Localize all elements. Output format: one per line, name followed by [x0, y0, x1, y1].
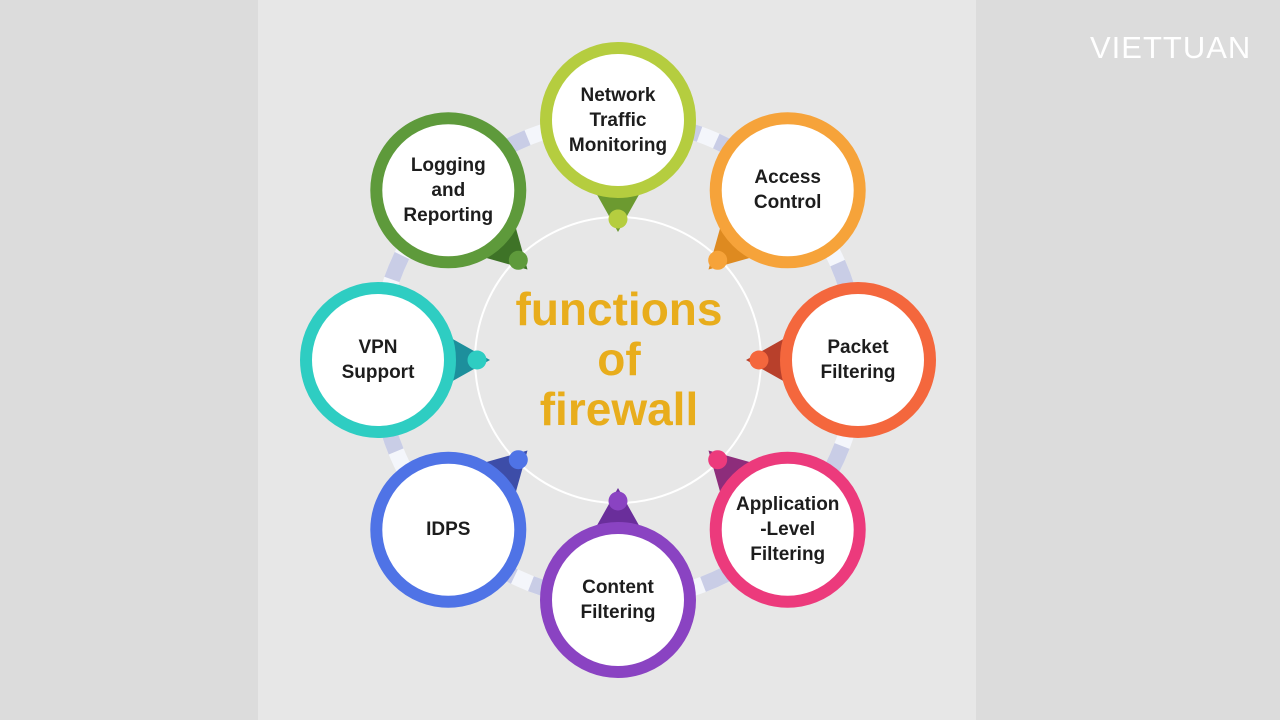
inner-dot [708, 450, 728, 470]
function-node-circle [780, 282, 936, 438]
inner-dot [467, 350, 487, 370]
inner-dot [608, 491, 628, 511]
function-node-circle [370, 112, 527, 269]
function-node-label: Logging and Reporting [403, 154, 494, 226]
function-node-label: Access Control [753, 167, 822, 214]
function-node-label: VPN Support [341, 337, 415, 383]
inner-dot [508, 450, 528, 470]
function-node-circle [709, 112, 866, 269]
inner-dot [508, 250, 528, 270]
center-title: functions of firewall [480, 284, 758, 434]
inner-dot [608, 209, 628, 229]
center-title-line-1: functions [515, 283, 723, 335]
function-node-label: IDPS [426, 519, 471, 541]
function-node-circle [300, 282, 456, 438]
function-node-circle [540, 522, 696, 678]
function-node-label: Application -Level Filtering [735, 494, 840, 566]
function-node-label: Content Filtering [580, 577, 656, 623]
center-title-line-2: of [597, 333, 641, 385]
function-node-label: Packet Filtering [820, 337, 896, 383]
inner-dot [749, 350, 769, 370]
function-node-label: Network Traffic Monitoring [568, 84, 668, 156]
function-node-circle [540, 42, 696, 198]
brand-logo: VIETTUAN [1090, 30, 1252, 65]
function-node-circle [370, 451, 527, 608]
center-title-line-3: firewall [539, 383, 699, 435]
function-node-circle [709, 451, 866, 608]
inner-dot [708, 250, 728, 270]
